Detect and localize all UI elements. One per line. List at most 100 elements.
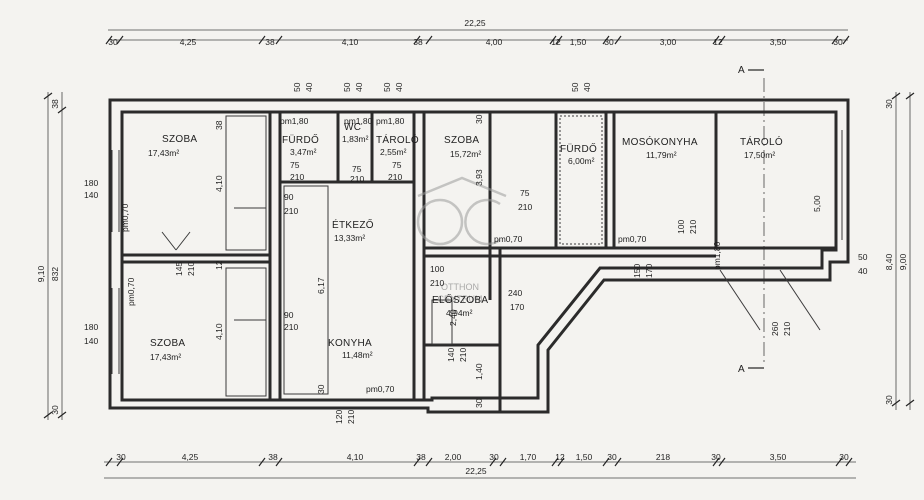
room-etkezo-name: ÉTKEZŐ [332, 217, 374, 231]
door-3-height: 210 [290, 172, 304, 182]
entry-door-width: 120 [334, 410, 344, 424]
door-4-height: 210 [388, 172, 402, 182]
vent-1-b: 40 [304, 82, 314, 92]
left-dim-bottom: 30 [50, 405, 60, 415]
gate-height: 210 [782, 322, 792, 336]
room-szoba-2-name: SZOBA [150, 338, 185, 349]
opening-annotations: pm1,80 pm1,80 pm1,80 pm0,70 pm0,70 pm0,7… [84, 82, 868, 424]
room-eloszoba-name: ELŐSZOBA [432, 292, 488, 306]
top-dim-4: 4,10 [342, 37, 359, 47]
top-dim-ticks [105, 35, 850, 45]
door-5-width: 75 [520, 188, 530, 198]
room-szoba-3-name: SZOBA [444, 135, 479, 146]
window-3-width: 150 [632, 264, 642, 278]
gate-width: 260 [770, 322, 780, 336]
vent-3-a: 50 [382, 82, 392, 92]
room-dim-240: 2,40 [448, 309, 458, 326]
wall-dim-12: 12 [214, 260, 224, 270]
door-1-width: 90 [284, 192, 294, 202]
pm070-e: pm0,70 [126, 277, 136, 306]
bottom-dim-13: 30 [711, 452, 721, 462]
room-labels: SZOBA 17,43m² SZOBA 17,43m² FÜRDŐ 3,47m²… [148, 122, 783, 362]
room-dim-393: 3,93 [474, 169, 484, 186]
vent-2-a: 50 [342, 82, 352, 92]
vent-4-b: 40 [582, 82, 592, 92]
door-10-height: 210 [350, 174, 364, 184]
pm070-a: pm0,70 [366, 384, 395, 394]
bottom-dim-3: 38 [268, 452, 278, 462]
room-dim-410-b: 4,10 [214, 323, 224, 340]
top-dimension: 22,25 30 4,25 38 4,10 38 4,00 12 1,50 30… [105, 18, 850, 47]
bottom-dim-14: 3,50 [770, 452, 787, 462]
top-dim-3: 38 [265, 37, 275, 47]
door-3-width: 75 [290, 160, 300, 170]
room-dim-410-a: 4,10 [214, 175, 224, 192]
room-mosokonyha-name: MOSÓKONYHA [622, 135, 698, 148]
right-dim-top: 30 [884, 99, 894, 109]
bottom-dim-8: 1,70 [520, 452, 537, 462]
left-outer-dim: 9,10 [36, 265, 46, 282]
right-dim-bottom: 30 [884, 395, 894, 405]
vent-2-b: 40 [354, 82, 364, 92]
room-tarolo-1-area: 2,55m² [380, 147, 407, 157]
pm070-c: pm0,70 [618, 234, 647, 244]
door-8-width: 240 [508, 288, 522, 298]
bottom-dim-2: 4,25 [182, 452, 199, 462]
room-furdo-2-area: 6,00m² [568, 156, 595, 166]
room-etkezo-area: 13,33m² [334, 233, 365, 243]
door-2-width: 90 [284, 310, 294, 320]
wall-dim-30-c: 30 [474, 398, 484, 408]
top-dim-6: 4,00 [486, 37, 503, 47]
room-furdo-1-name: FÜRDŐ [282, 132, 319, 146]
door-10-width: 75 [352, 164, 362, 174]
room-szoba-1-name: SZOBA [162, 134, 197, 145]
corner-dim-a: 50 [858, 252, 868, 262]
section-mark-top: A [738, 65, 745, 76]
room-tarolo-1-name: TÁROLÓ [376, 133, 419, 146]
left-dimension: 9,10 832 38 30 [36, 92, 67, 420]
room-szoba-1-area: 17,43m² [148, 148, 179, 158]
left-dim-top: 38 [50, 99, 60, 109]
door-6-width: 145 [174, 262, 184, 276]
bottom-dim-5: 38 [416, 452, 426, 462]
pm180-c: pm1,80 [376, 116, 405, 126]
wall-dim-38: 38 [214, 120, 224, 130]
door-9-height: 210 [688, 220, 698, 234]
bottom-dim-15: 30 [839, 452, 849, 462]
door-11-height: 210 [458, 348, 468, 362]
right-dimension: 8,40 9,00 30 30 [884, 92, 915, 410]
entry-door-height: 210 [346, 410, 356, 424]
pm070-d: pm0,70 [120, 203, 130, 232]
right-outer-dim: 9,00 [898, 253, 908, 270]
door-6-height: 210 [186, 262, 196, 276]
top-dim-12: 3,50 [770, 37, 787, 47]
room-furdo-1-area: 3,47m² [290, 147, 317, 157]
room-wc-name: WC [344, 122, 361, 133]
pm180-a: pm1,80 [280, 116, 309, 126]
room-szoba-2-area: 17,43m² [150, 352, 181, 362]
door-8-height: 170 [510, 302, 524, 312]
top-dim-11: 12 [713, 37, 723, 47]
wall-dim-30-b: 30 [316, 384, 326, 394]
bottom-dim-6: 2,00 [445, 452, 462, 462]
pm070-b: pm0,70 [494, 234, 523, 244]
window-3-height: 170 [644, 264, 654, 278]
pm180-d: pm1,80 [712, 241, 722, 270]
door-7-width: 100 [430, 264, 444, 274]
window-height-2: 140 [84, 336, 98, 346]
top-dim-7: 12 [551, 37, 561, 47]
room-dim-617: 6,17 [316, 277, 326, 294]
window-height-1: 140 [84, 190, 98, 200]
room-furdo-2-name: FÜRDŐ [560, 141, 597, 155]
top-dim-13: 30 [833, 37, 843, 47]
bottom-dim-7: 30 [489, 452, 499, 462]
walls [108, 98, 850, 414]
section-line-a: A A [738, 65, 765, 375]
corner-dim-b: 40 [858, 266, 868, 276]
top-dim-1: 30 [108, 37, 118, 47]
door-1-height: 210 [284, 206, 298, 216]
top-dim-10: 3,00 [660, 37, 677, 47]
room-tarolo-2-name: TÁROLÓ [740, 135, 783, 148]
top-dim-8: 1,50 [570, 37, 587, 47]
